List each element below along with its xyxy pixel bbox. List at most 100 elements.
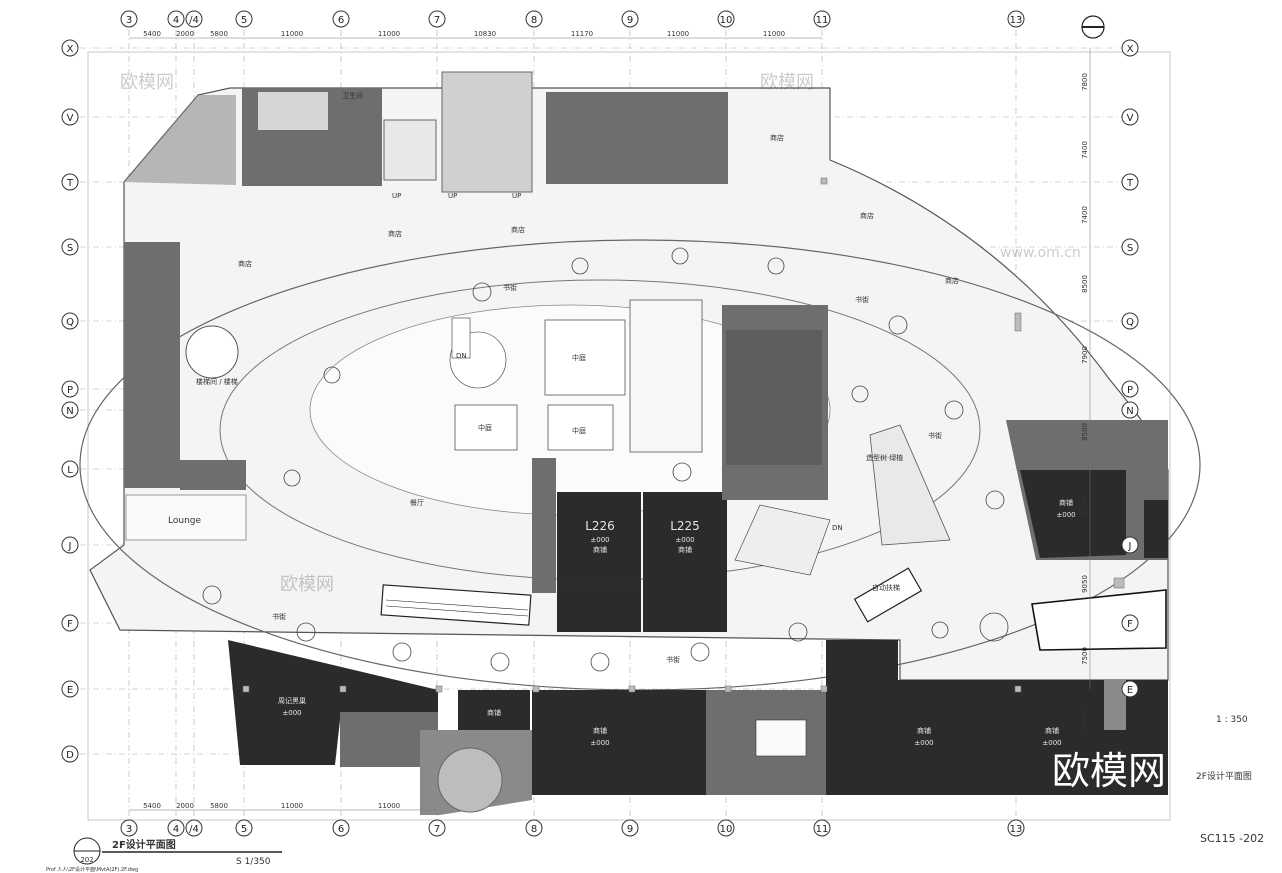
label-atrium-2: 中庭 [478, 423, 492, 432]
right-scale-text: 1 : 350 [1216, 715, 1248, 725]
dim-right-4: 8500 [1081, 275, 1089, 293]
dim-right-9: 7500 [1081, 647, 1089, 665]
label-toilet: 卫生间 [342, 91, 363, 100]
dim-top-2: 2000 [176, 30, 194, 38]
atrium-planters [454, 299, 951, 546]
north-arrow-icon [1081, 15, 1105, 39]
dim-right-6: 8500 [1081, 423, 1089, 441]
grid-label-bottom-9: 10 [720, 824, 733, 835]
tenant-labels: L226 ±000 商铺 L225 ±000 商铺 周记黑巢 ±000 商铺 商… [278, 498, 1076, 747]
grid-label-top-1: 3 [126, 15, 132, 26]
watermark-2: 欧模网 [760, 72, 814, 93]
room-labels: 商店 商店 商店 商店 商店 商店 书街 书街 书街 书街 书街 Lounge … [168, 91, 959, 664]
grid-label-top-11: 13 [1010, 15, 1023, 26]
dim-right-8: 9050 [1081, 575, 1089, 593]
anchor-label: 周记黑巢 [278, 696, 306, 705]
top-services [124, 71, 728, 193]
dim-right-2: 7400 [1081, 141, 1089, 159]
watermark-url-1: www.om.cn [560, 578, 641, 594]
structural-columns [242, 177, 1125, 693]
watermark-1: 欧模网 [120, 72, 174, 93]
bottom-tenants [228, 640, 1168, 815]
unit-l225-level: ±000 [675, 536, 694, 544]
label-escalator: 自动扶梯 [872, 583, 900, 592]
grid-label-bottom-7: 8 [531, 824, 537, 835]
row-label-left-12: D [66, 750, 74, 761]
row-label-left-11: E [67, 685, 73, 696]
dim-right-3: 7400 [1081, 206, 1089, 224]
label-stair-hall: 楼梯间 / 楼梯 [196, 377, 238, 386]
label-bookstreet-3: 书街 [928, 431, 942, 440]
grid-label-top-9: 10 [720, 15, 733, 26]
shop-bottom-4-level: ±000 [1042, 739, 1061, 747]
grid-label-top-6: 7 [434, 15, 440, 26]
row-label-left-6: P [67, 385, 73, 396]
label-bookstreet-5: 书街 [666, 655, 680, 664]
row-label-right-2: V [1127, 113, 1134, 124]
row-label-right-6: P [1127, 385, 1133, 396]
grid-label-bottom-3: /4 [189, 824, 199, 835]
grid-label-top-5: 6 [338, 15, 344, 26]
row-label-left-9: J [68, 541, 72, 552]
shop-bottom-3: 商铺 [917, 726, 931, 735]
grid-label-top-10: 11 [816, 15, 829, 26]
label-shop-5: 商店 [860, 211, 874, 220]
grid-label-top-4: 5 [241, 15, 247, 26]
title-block: 202 2F设计平面图 S 1/350 Prof 人人\2F设计平面\MvtA(… [46, 837, 282, 873]
row-label-left-5: Q [66, 317, 74, 328]
watermark-3: 欧模网 [280, 574, 334, 595]
grid-label-top-7: 8 [531, 15, 537, 26]
dim-bottom-3: 5800 [210, 802, 228, 810]
title-sheet-number: 202 [80, 856, 93, 864]
row-label-left-7: N [66, 406, 73, 417]
grid-bubbles-rows: X V T S Q P N L J F E D X V T S Q P N J … [61, 39, 1139, 763]
shop-right-1-level: ±000 [1056, 511, 1075, 519]
grid-label-bottom-1: 3 [126, 824, 132, 835]
label-restaurant: 餐厅 [410, 498, 424, 507]
unit-l226-type: 商铺 [593, 545, 607, 554]
label-tree: 造型树·绿植 [866, 453, 903, 462]
grid-label-bottom-2: 4 [173, 824, 179, 835]
grid-bubbles-bottom: 3 4 /4 5 6 7 8 9 10 11 13 [120, 819, 1025, 837]
label-atrium-1: 中庭 [572, 353, 586, 362]
row-label-right-7: N [1126, 406, 1133, 417]
label-dn-2: DN [832, 524, 843, 532]
dim-top-4: 11000 [281, 30, 303, 38]
grid-label-bottom-4: 5 [241, 824, 247, 835]
unit-l225-label: L225 [670, 519, 700, 533]
label-dn-1: DN [456, 352, 467, 360]
dimensions-bottom: 5400 2000 5800 11000 11000 [129, 802, 437, 811]
label-bookstreet-2: 书街 [855, 295, 869, 304]
row-label-left-3: T [66, 178, 74, 189]
file-path: Prof 人人\2F设计平面\MvtA(2F).2F.dwg [46, 866, 138, 873]
row-label-left-4: S [67, 243, 73, 254]
grid-label-bottom-5: 6 [338, 824, 344, 835]
label-shop-2: 商店 [238, 259, 252, 268]
dim-right-7: 8500 [1081, 498, 1089, 516]
watermark-large: 欧模网 [1052, 749, 1166, 793]
row-label-left-2: V [67, 113, 74, 124]
label-lounge: Lounge [168, 516, 201, 526]
row-label-left-10: F [67, 619, 73, 630]
dim-top-1: 5400 [143, 30, 161, 38]
dim-right-1: 7800 [1081, 73, 1089, 91]
shop-bottom-1: 商铺 [487, 708, 501, 717]
label-up-1: UP [392, 192, 401, 200]
central-tenants [532, 305, 828, 632]
row-label-right-5: Q [1126, 317, 1134, 328]
grid-bubbles-top: 3 4 /4 5 6 7 8 9 10 11 13 [120, 10, 1025, 28]
light-fixtures [202, 247, 1009, 672]
watermark-url-2: www.om.cn [1000, 245, 1081, 261]
grid-label-bottom-10: 11 [816, 824, 829, 835]
grid-label-top-2: 4 [173, 15, 179, 26]
shop-bottom-4: 商铺 [1045, 726, 1059, 735]
watermarks: 欧模网 欧模网 欧模网 www.om.cn www.om.cn [120, 72, 1081, 595]
dim-bottom-2: 2000 [176, 802, 194, 810]
row-label-right-8: J [1128, 541, 1132, 552]
label-up-2: UP [448, 192, 457, 200]
dim-bottom-4: 11000 [281, 802, 303, 810]
label-bookstreet-4: 书街 [272, 612, 286, 621]
left-spine [124, 242, 247, 541]
label-bookstreet-1: 书街 [503, 283, 517, 292]
right-title-text: 2F设计平面图 [1196, 770, 1252, 782]
